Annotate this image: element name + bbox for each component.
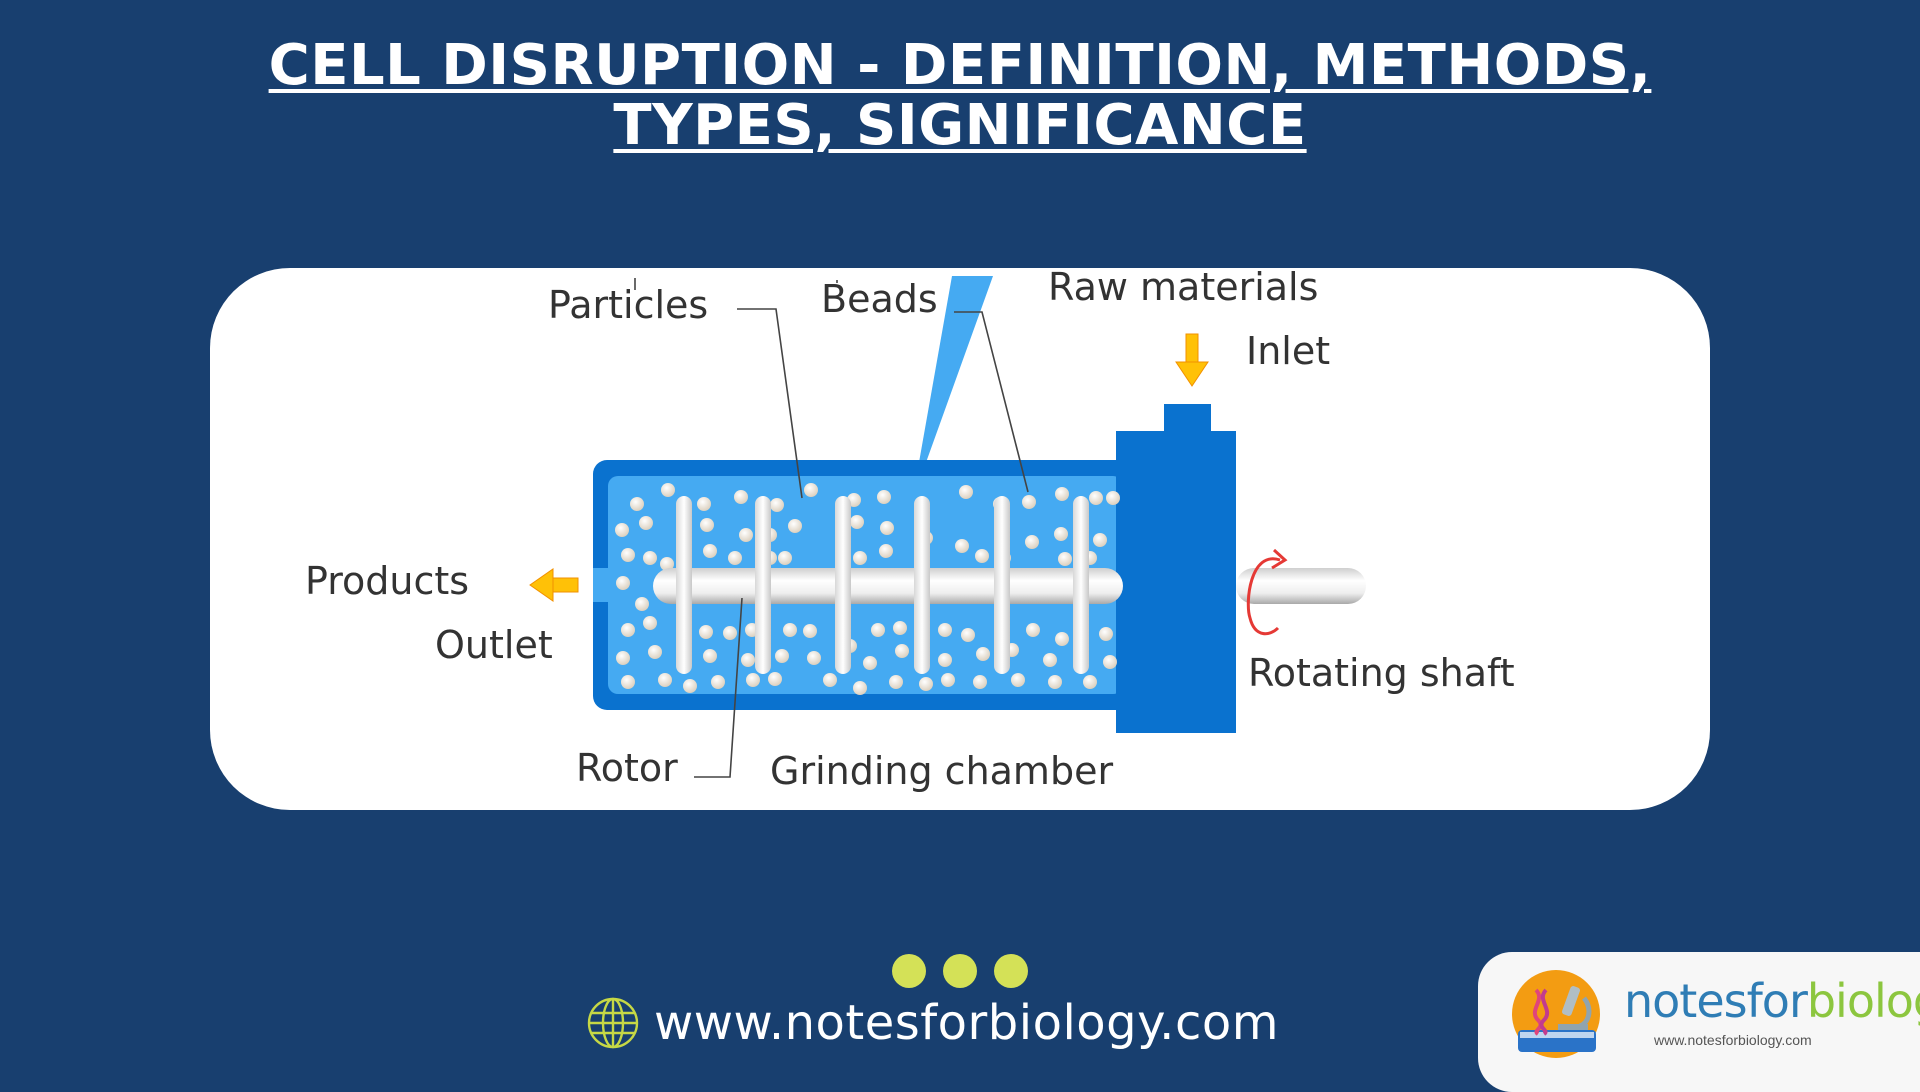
rotor-shaft <box>653 568 1123 604</box>
website-url: www.notesforbiology.com <box>654 995 1279 1051</box>
rotation-arrow-icon <box>1246 557 1281 636</box>
label-inlet: Inlet <box>1246 329 1330 373</box>
dot-3 <box>994 954 1028 988</box>
label-products: Products <box>305 559 469 603</box>
rotating-shaft <box>1236 568 1366 604</box>
bead-mill-diagram: Particles Beads Raw materials Inlet Prod… <box>305 268 1515 793</box>
website-link[interactable]: www.notesforbiology.com <box>586 995 1279 1051</box>
inlet-port <box>1164 404 1211 434</box>
logo-emblem-icon <box>1512 970 1600 1058</box>
dot-1 <box>892 954 926 988</box>
dot-2 <box>943 954 977 988</box>
label-particles: Particles <box>548 283 708 327</box>
title-line-2: TYPES, SIGNIFICANCE <box>613 93 1307 158</box>
label-beads: Beads <box>821 277 938 321</box>
title-line-1: CELL DISRUPTION - DEFINITION, METHODS, <box>268 33 1652 98</box>
brand-logo[interactable]: notesforbiology www.notesforbiology.com <box>1478 952 1920 1092</box>
logo-url: www.notesforbiology.com <box>1654 1032 1812 1048</box>
motor-housing <box>1116 431 1236 733</box>
globe-icon <box>587 997 639 1049</box>
label-raw-materials: Raw materials <box>1048 268 1318 309</box>
logo-wordmark: notesforbiology <box>1624 974 1920 1028</box>
bead-feed-wedge <box>918 276 993 468</box>
label-grinding-chamber: Grinding chamber <box>770 749 1113 793</box>
pagination-dots <box>892 954 1028 988</box>
outlet-arrow-icon <box>529 568 579 602</box>
rotor-blades <box>676 496 1089 674</box>
inlet-arrow-icon <box>1175 333 1209 387</box>
page-title: CELL DISRUPTION - DEFINITION, METHODS, T… <box>0 36 1920 156</box>
leader-lines <box>634 278 1029 778</box>
diagram-card: Particles Beads Raw materials Inlet Prod… <box>210 268 1710 810</box>
label-rotating-shaft: Rotating shaft <box>1248 651 1515 695</box>
label-rotor: Rotor <box>576 746 678 790</box>
label-outlet: Outlet <box>435 623 553 667</box>
